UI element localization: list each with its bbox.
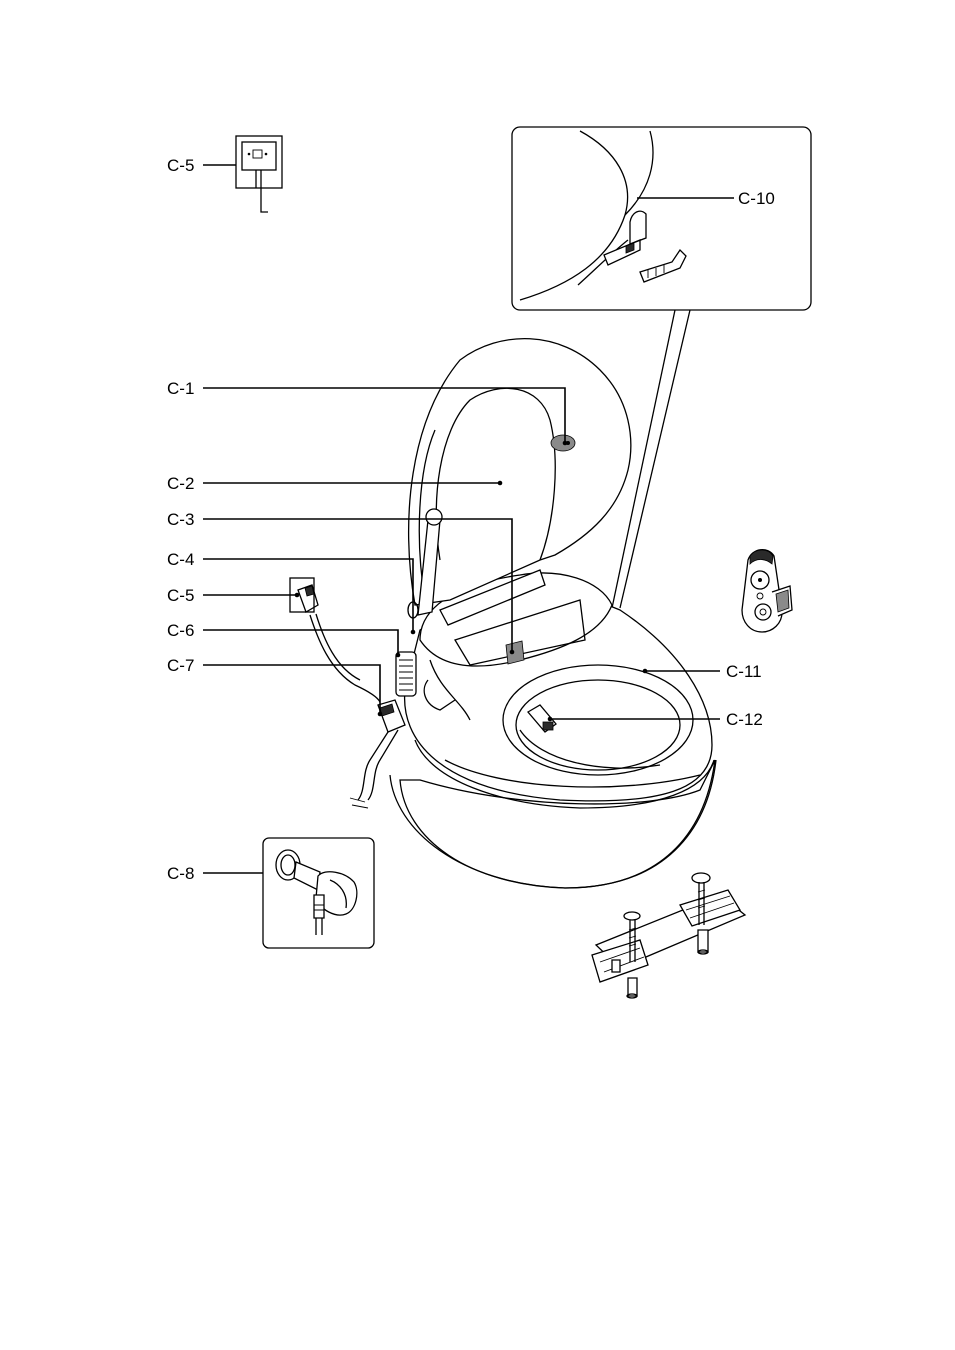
leader-c7: [203, 665, 380, 714]
label-c10: C-10: [738, 189, 775, 208]
leader-c4-dot: [411, 630, 416, 635]
leader-c11-dot: [643, 669, 648, 674]
label-c12: C-12: [726, 710, 763, 729]
label-c5: C-5: [167, 586, 194, 605]
label-c2: C-2: [167, 474, 194, 493]
inset-detail-c8: [263, 838, 374, 948]
leader-c6-dot: [396, 653, 401, 658]
leader-c2-dot: [498, 481, 503, 486]
wall-socket-detail: [236, 136, 282, 212]
mounting-brackets: [592, 873, 745, 998]
label-c3: C-3: [167, 510, 194, 529]
leader-c5-dot: [295, 593, 300, 598]
label-c7: C-7: [167, 656, 194, 675]
leader-c1-dot: [563, 441, 568, 446]
leader-c6: [203, 630, 398, 655]
label-c11: C-11: [726, 662, 762, 681]
remote-control: [742, 550, 792, 632]
leader-c12-dot: [548, 717, 553, 722]
leader-c3-dot: [510, 650, 515, 655]
inset-detail-c10: [512, 127, 811, 310]
label-c4: C-4: [167, 550, 194, 569]
label-c1: C-1: [167, 379, 194, 398]
label-c8: C-8: [167, 864, 194, 883]
toilet-illustration: [310, 339, 716, 888]
label-c5-top: C-5: [167, 156, 194, 175]
label-c6: C-6: [167, 621, 194, 640]
leader-c7-dot: [378, 712, 383, 717]
